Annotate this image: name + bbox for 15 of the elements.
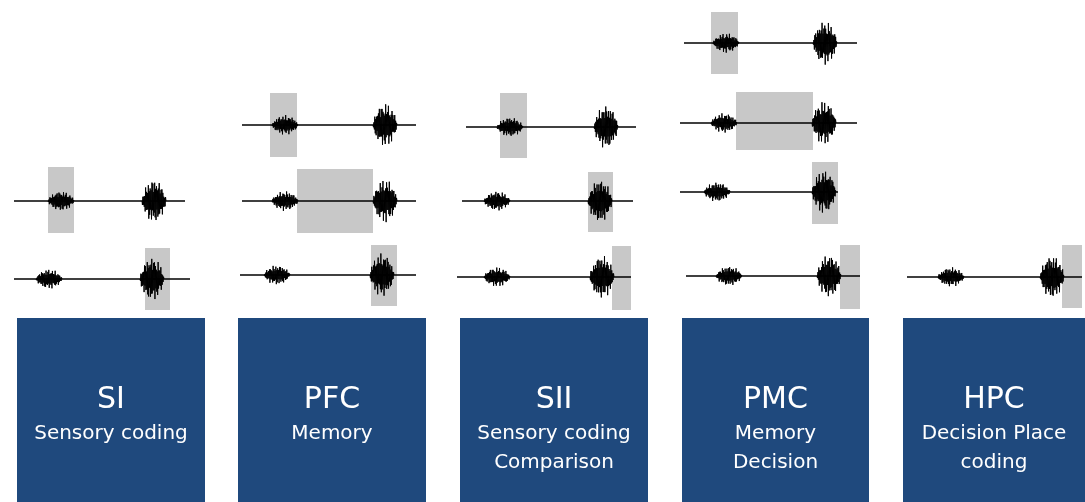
region-box	[903, 318, 1085, 502]
region-box	[460, 318, 648, 502]
region-box	[682, 318, 869, 502]
region-name: SII	[534, 380, 574, 416]
region-box	[238, 318, 426, 502]
region-box	[17, 318, 205, 502]
function-text: Sensory coding	[33, 419, 189, 446]
region-name: SI	[96, 380, 126, 416]
function-text: Memory	[290, 419, 374, 446]
function-text: Decision Place coding	[920, 419, 1068, 475]
region-name: PFC	[302, 380, 362, 416]
function-text: Sensory coding Comparison	[476, 419, 632, 475]
region-name: HPC	[962, 380, 1026, 416]
region-name: PMC	[742, 380, 809, 416]
function-text: Memory Decision	[731, 419, 820, 475]
